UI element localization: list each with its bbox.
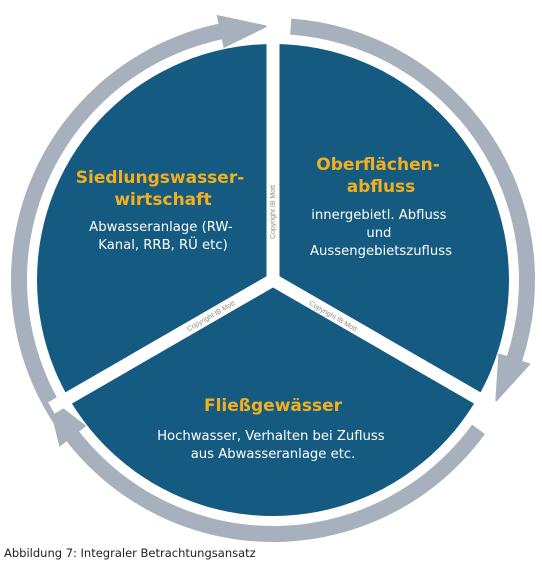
segment-oberflaeche-text: innergebietl. Abfluss und Aussengebietsz… [310, 208, 452, 259]
segment-fliessgewaesser-text: Hochwasser, Verhalten bei Zufluss aus Ab… [157, 429, 389, 462]
segment-siedlung-text: Abwasseranlage (RW- Kanal, RRB, RÜ etc) [89, 220, 237, 253]
cycle-ring [11, 14, 536, 542]
ring-arc-1 [11, 14, 269, 427]
segment-oberflaeche-title: Oberflächen- abfluss [316, 155, 445, 197]
segment-siedlung-title: Siedlungswasser- wirtschaft [76, 168, 250, 210]
figure-caption: Abbildung 7: Integraler Betrachtungsansa… [4, 546, 256, 560]
ring-arc-3 [46, 395, 485, 542]
segment-fliessgewaesser-title: Fließgewässer [204, 396, 343, 416]
segment-divider-3 [269, 274, 498, 414]
segment-divider-2 [48, 274, 277, 414]
ring-arc-2 [290, 18, 536, 404]
cycle-segments [37, 24, 509, 516]
watermark-vertical: Copyright IB Mott [270, 185, 277, 239]
